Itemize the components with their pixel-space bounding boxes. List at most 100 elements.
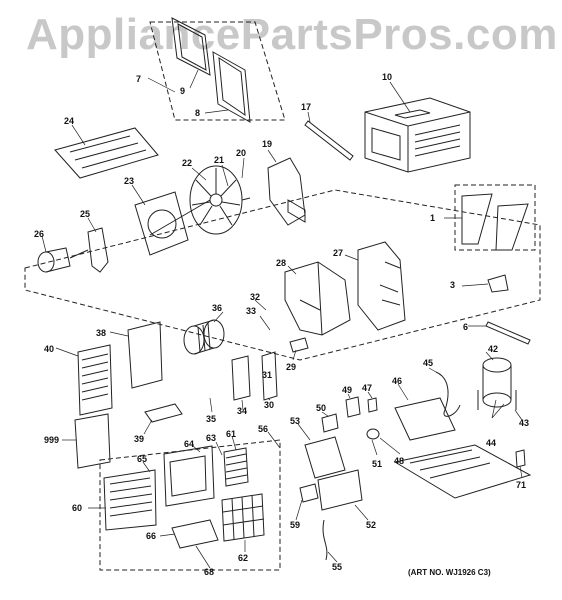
part-label-28: 28 <box>276 258 286 268</box>
part-label-999: 999 <box>44 435 59 445</box>
filter <box>221 493 265 542</box>
part-label-34: 34 <box>237 406 247 416</box>
fan-group-outline <box>24 189 541 361</box>
capillary-tube <box>435 371 461 417</box>
part-label-53: 53 <box>290 416 300 426</box>
part-label-25: 25 <box>80 209 90 219</box>
part-label-66: 66 <box>146 531 156 541</box>
part-number-labels: 1 3 6 7 8 9 10 17 19 20 21 22 23 24 25 2… <box>34 72 529 577</box>
power-cord <box>322 519 328 561</box>
remote-part <box>515 449 526 468</box>
clamp <box>487 274 509 293</box>
part-label-64: 64 <box>184 439 194 449</box>
scroll-housing <box>284 261 351 336</box>
part-label-47: 47 <box>362 383 372 393</box>
seal-strip <box>485 321 531 345</box>
air-frame <box>163 445 215 507</box>
motor-bracket <box>87 227 109 273</box>
part-label-52: 52 <box>366 520 376 530</box>
part-label-29: 29 <box>286 362 296 372</box>
evaporator-coil <box>77 344 113 416</box>
part-label-33: 33 <box>246 306 256 316</box>
thermostat <box>299 483 319 503</box>
part-label-40: 40 <box>44 344 54 354</box>
capacitor-a <box>345 396 361 418</box>
part-label-20: 20 <box>236 148 246 158</box>
part-label-21: 21 <box>214 155 224 165</box>
part-label-39: 39 <box>134 434 144 444</box>
art-number: (ART NO. WJ1926 C3) <box>408 568 491 577</box>
part-label-59: 59 <box>290 520 300 530</box>
capacitor-c <box>366 428 380 440</box>
part-label-55: 55 <box>332 562 342 572</box>
brace-group-outline <box>454 184 536 251</box>
control-housing <box>357 241 406 331</box>
part-label-35: 35 <box>206 414 216 424</box>
part-label-50: 50 <box>316 403 326 413</box>
blower-plate <box>127 321 163 389</box>
part-label-27: 27 <box>333 248 343 258</box>
part-label-63: 63 <box>206 433 216 443</box>
part-label-60: 60 <box>72 503 82 513</box>
part-label-22: 22 <box>182 158 192 168</box>
part-label-30: 30 <box>264 400 274 410</box>
part-label-8: 8 <box>195 108 200 118</box>
part-label-24: 24 <box>64 116 74 126</box>
part-label-36: 36 <box>212 303 222 313</box>
part-label-32: 32 <box>250 292 260 302</box>
clip <box>289 337 309 353</box>
shroud <box>267 157 306 226</box>
part-label-42: 42 <box>488 344 498 354</box>
air-duct-a <box>231 355 251 401</box>
cabinet <box>364 97 471 173</box>
part-label-48: 48 <box>394 456 404 466</box>
air-duct-b <box>261 351 278 401</box>
part-label-31: 31 <box>262 370 272 380</box>
front-panel <box>103 469 157 531</box>
control-board <box>304 436 346 479</box>
front-group-outline <box>99 439 281 571</box>
manual-sheet <box>74 413 111 469</box>
rail <box>304 120 354 161</box>
power-board <box>317 469 363 511</box>
blower-wheel <box>183 319 225 355</box>
fan-motor <box>37 247 89 273</box>
part-label-7: 7 <box>136 74 141 84</box>
switch <box>367 397 378 413</box>
part-label-61: 61 <box>226 429 236 439</box>
part-label-26: 26 <box>34 229 44 239</box>
base-pan-top <box>54 127 159 179</box>
part-label-38: 38 <box>96 328 106 338</box>
knob-panel <box>171 519 219 549</box>
capacitor-b <box>321 413 339 433</box>
part-label-10: 10 <box>382 72 392 82</box>
part-label-17: 17 <box>301 102 311 112</box>
base-support <box>394 397 456 441</box>
part-label-44: 44 <box>486 438 496 448</box>
fan-blade <box>149 165 251 236</box>
grille-insert <box>223 447 249 487</box>
part-label-71: 71 <box>516 480 526 490</box>
part-label-51: 51 <box>372 459 382 469</box>
part-label-56: 56 <box>258 424 268 434</box>
part-label-68: 68 <box>204 567 214 577</box>
part-label-6: 6 <box>463 322 468 332</box>
leader-lines <box>41 69 523 569</box>
part-label-1: 1 <box>430 213 435 223</box>
part-label-62: 62 <box>238 553 248 563</box>
part-label-23: 23 <box>124 176 134 186</box>
side-brace-kit <box>461 193 529 251</box>
grille-group-outline <box>149 21 286 121</box>
part-label-65: 65 <box>137 454 147 464</box>
orifice-plate <box>134 191 189 256</box>
part-label-49: 49 <box>342 385 352 395</box>
part-label-3: 3 <box>450 280 455 290</box>
part-label-9: 9 <box>180 86 185 96</box>
part-label-43: 43 <box>519 418 529 428</box>
compressor <box>477 357 517 410</box>
part-label-45: 45 <box>423 358 433 368</box>
part-label-19: 19 <box>262 139 272 149</box>
louver-panels <box>171 17 251 123</box>
part-label-46: 46 <box>392 376 402 386</box>
